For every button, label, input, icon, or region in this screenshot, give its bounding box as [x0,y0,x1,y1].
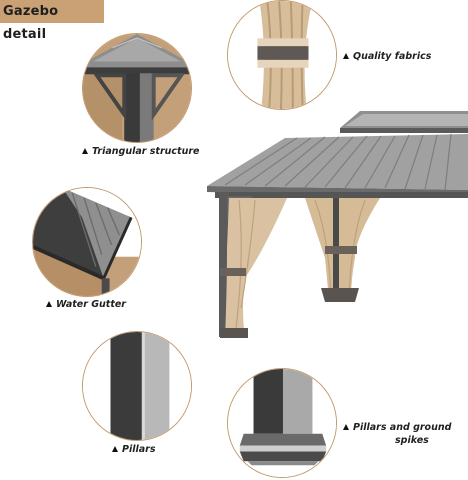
ground-spikes-image [227,368,337,478]
quality-fabrics-label: Quality fabrics [353,51,432,62]
triangle-bullet-icon [82,148,88,154]
pillars-label: Pillars [122,444,156,455]
triangular-structure-caption: Triangular structure [82,145,199,158]
triangle-bullet-icon [46,301,52,307]
pillars-caption: Pillars [112,443,155,456]
water-gutter-image [32,187,142,297]
water-gutter-label: Water Gutter [56,299,126,310]
triangle-bullet-icon [112,446,118,452]
triangular-structure-label: Triangular structure [92,146,200,157]
page-title: Gazebo detail [0,0,104,42]
ground-spikes-label-line2: spikes [395,435,429,446]
pillars-image [82,331,192,441]
triangular-structure-image [82,33,192,143]
water-gutter-caption: Water Gutter [46,298,126,311]
quality-fabrics-caption: Quality fabrics [343,50,431,63]
quality-fabrics-image [227,0,337,110]
ground-spikes-caption: Pillars and ground spikes [343,421,451,447]
triangle-bullet-icon [343,53,349,59]
ground-spikes-label-line1: Pillars and ground [353,422,452,433]
triangle-bullet-icon [343,424,349,430]
gazebo-illustration [205,108,468,343]
